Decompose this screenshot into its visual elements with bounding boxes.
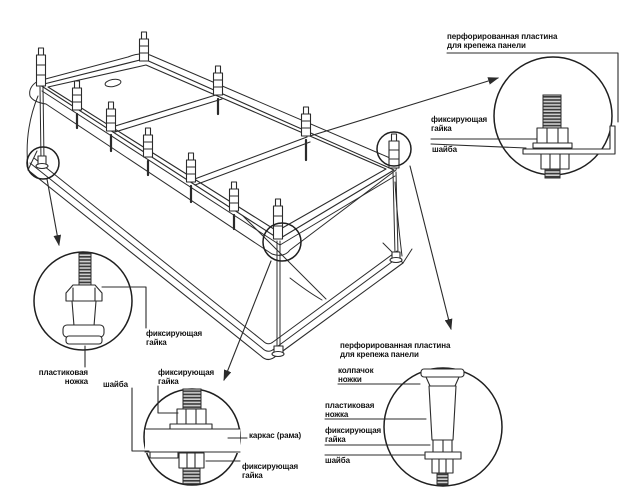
perforated-plate (522, 125, 616, 155)
callout-middle (131, 385, 248, 486)
label-line: гайка (325, 434, 346, 444)
label-line: фиксирующая (431, 115, 488, 124)
arrow-to-bottom-left-callout (46, 178, 62, 247)
leg-base (65, 335, 103, 345)
label-perforated-plate-top: перфорированная пластина для крепежа пан… (447, 32, 558, 50)
label-line: для крепежа панели (447, 40, 526, 50)
label-plastic-leg-bottom-right: пластиковая ножка (325, 401, 375, 419)
label-line: пластиковая (325, 401, 375, 410)
label-line: шайба (325, 456, 350, 465)
leg-flange (62, 324, 105, 338)
label-plastic-leg-bottom-left: пластиковая ножка (23, 368, 88, 386)
threaded-stud (542, 94, 562, 129)
leader-fixing-nut-left (101, 286, 147, 329)
frame-rail (145, 429, 240, 453)
label-washer-middle: шайба (103, 380, 128, 390)
label-line: колпачок (338, 366, 374, 375)
callout-bottom-right (324, 367, 503, 487)
fixing-nut-lower (178, 452, 205, 469)
label-line: ножки (338, 374, 362, 384)
washer (424, 451, 462, 460)
label-line: фиксирующая (146, 329, 203, 338)
leader-washer-mid (131, 387, 150, 452)
detail-circles (26, 131, 412, 262)
fixing-nut-upper (176, 408, 207, 425)
label-line: фиксирующая (242, 462, 299, 471)
label-line: шайба (432, 145, 457, 154)
threaded-tail (544, 168, 561, 179)
threaded-tail (436, 472, 449, 486)
label-line: гайка (146, 337, 167, 347)
fixing-nut (536, 127, 569, 144)
fixing-nut (65, 284, 103, 302)
label-line: перфорированная пластина (447, 32, 558, 41)
label-line: фиксирующая (325, 426, 382, 435)
label-fixing-nut-top-right: фиксирующая гайка (431, 115, 488, 133)
leader-arrows (46, 77, 500, 382)
label-perforated-plate-bottom: перфорированная пластина для крепежа пан… (340, 341, 451, 359)
leader-perforated-plate-top (446, 52, 619, 123)
threaded-stud-bottom (182, 467, 201, 485)
label-fixing-nut-bottom-right: фиксирующая гайка (325, 426, 382, 444)
detail-circle-left-foot (26, 146, 60, 180)
leg-cap (420, 368, 465, 378)
arrow-to-top-right-callout (309, 77, 500, 137)
threaded-stud (78, 252, 92, 287)
washer-lower (149, 451, 179, 459)
washer-upper (169, 423, 213, 430)
leader-fixing-nut-mid-top (157, 385, 179, 414)
label-washer-bottom-right: шайба (325, 456, 350, 466)
lower-nut (540, 153, 570, 170)
plastic-leg (428, 385, 457, 441)
detail-circle-front-corner (262, 222, 302, 262)
label-line: фиксирующая (158, 368, 215, 377)
label-line: шайба (103, 380, 128, 389)
arrow-to-middle-callout (223, 260, 272, 382)
fixing-nut (431, 458, 454, 474)
label-line: ножка (325, 409, 349, 419)
threaded-stud-top (182, 388, 202, 410)
label-line: гайка (242, 470, 263, 480)
label-washer-top-right: шайба (432, 145, 457, 155)
label-line: гайка (158, 376, 179, 386)
label-line: гайка (431, 123, 452, 133)
label-line: пластиковая (38, 368, 88, 377)
label-fixing-nut-bottom-left: фиксирующая гайка (146, 329, 203, 347)
label-fixing-nut-middle-top: фиксирующая гайка (158, 368, 215, 386)
arrow-to-bottom-right-callout (409, 165, 453, 331)
label-line: для крепежа панели (340, 349, 419, 359)
support-rods (35, 86, 403, 358)
label-line: каркас (рама) (249, 431, 302, 440)
drain-hole (104, 78, 122, 88)
plastic-leg (71, 300, 97, 327)
washer (532, 142, 573, 149)
callout-top-right (430, 52, 619, 179)
label-line: перфорированная пластина (340, 341, 451, 350)
leader-washer-top (430, 143, 527, 149)
label-fixing-nut-middle-bottom: фиксирующая гайка (242, 462, 299, 480)
detail-circle-right-stud (376, 131, 412, 167)
frame-studs (35, 31, 400, 240)
label-line: ножка (64, 376, 88, 386)
label-leg-cap: колпачок ножки (338, 366, 374, 384)
callout-bottom-left (33, 251, 147, 368)
label-frame-rail: каркас (рама) (249, 431, 302, 441)
